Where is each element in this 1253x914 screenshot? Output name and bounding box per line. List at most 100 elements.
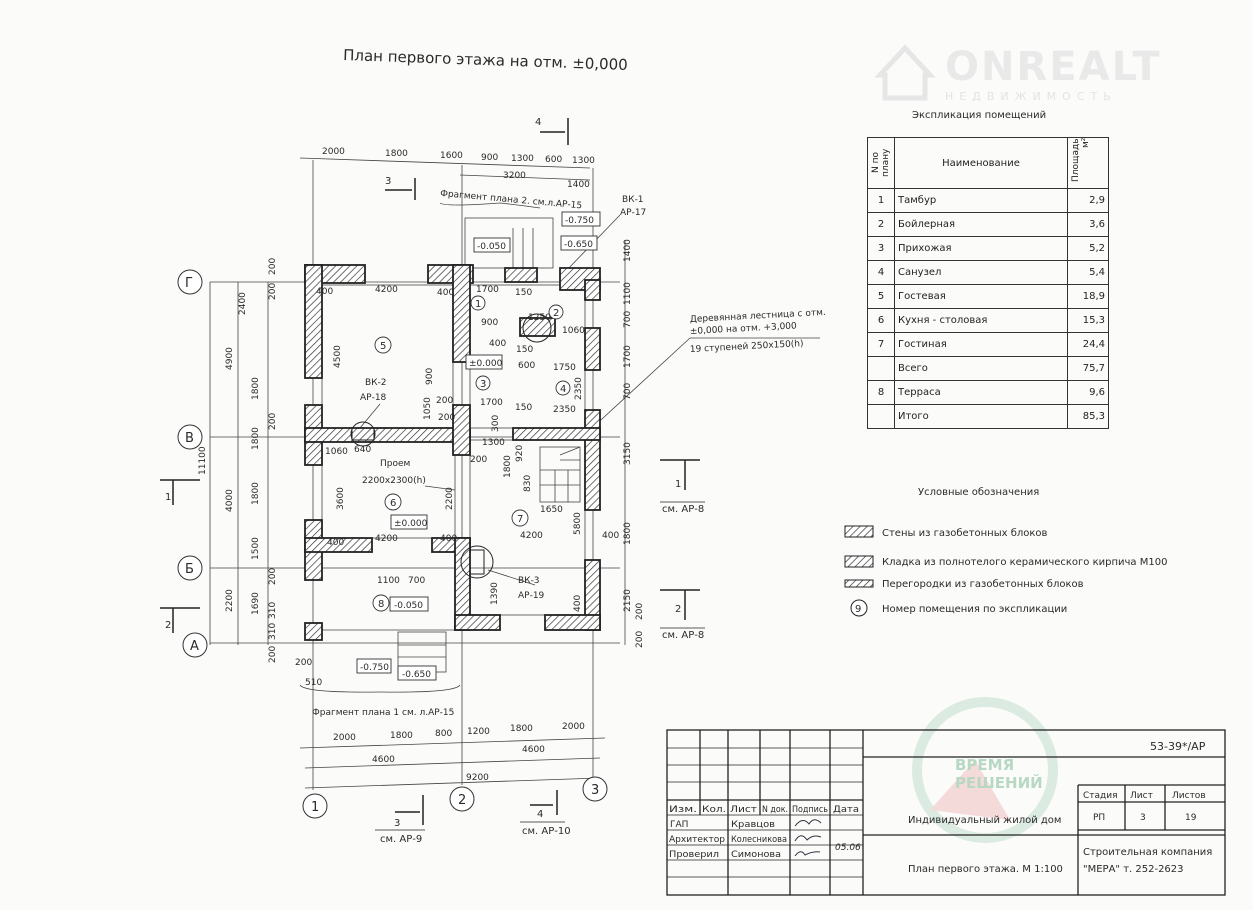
stair-note: Деревянная лестница с отм. [690, 308, 826, 325]
svg-text:4900: 4900 [225, 347, 235, 370]
svg-text:2000: 2000 [562, 722, 585, 732]
svg-text:200: 200 [268, 568, 278, 585]
svg-text:200: 200 [268, 283, 278, 300]
level-marks: -0.050 -0.650 -0.750 ±0.000 ±0.000 -0.05… [360, 216, 594, 680]
svg-text:2150: 2150 [623, 589, 633, 612]
top-dimensions: 2000 1800 1600 900 1300 600 1300 3200 14… [322, 147, 595, 211]
svg-text:Лист: Лист [1130, 791, 1153, 801]
svg-text:3150: 3150 [623, 442, 633, 465]
svg-text:РЕШЕНИЙ: РЕШЕНИЙ [955, 773, 1043, 792]
svg-text:±0.000: ±0.000 [469, 359, 503, 369]
svg-text:1050: 1050 [423, 397, 433, 420]
svg-text:600: 600 [518, 361, 535, 371]
svg-text:19 ступеней 250х150(h): 19 ступеней 250х150(h) [690, 339, 804, 355]
walls [304, 264, 601, 641]
svg-text:2400: 2400 [238, 292, 248, 315]
svg-text:-0.650: -0.650 [564, 240, 593, 250]
svg-text:2350: 2350 [574, 377, 584, 400]
svg-text:В: В [185, 431, 194, 446]
svg-text:см. АР-8: см. АР-8 [662, 630, 704, 641]
title-block-frame [666, 729, 1226, 896]
svg-text:А: А [190, 639, 199, 654]
svg-text:НЕДВИЖИМОСТЬ: НЕДВИЖИМОСТЬ [945, 90, 1117, 103]
svg-text:4200: 4200 [375, 534, 398, 544]
svg-text:±0.000: ±0.000 [394, 519, 428, 529]
svg-text:1800: 1800 [623, 522, 633, 545]
svg-text:Кравцов: Кравцов [731, 820, 775, 830]
svg-text:1800: 1800 [385, 149, 408, 159]
vremya-watermark: ВРЕМЯ РЕШЕНИЙ [912, 697, 1058, 843]
svg-text:200: 200 [268, 413, 278, 430]
svg-text:53-39*/АР: 53-39*/АР [1150, 740, 1206, 753]
brick-wall-swatch [844, 555, 874, 568]
svg-text:Листов: Листов [1172, 791, 1206, 801]
svg-text:1300: 1300 [482, 438, 505, 448]
svg-text:11100: 11100 [198, 446, 208, 475]
svg-text:2200х2300(h): 2200х2300(h) [362, 476, 426, 486]
svg-text:2350: 2350 [553, 405, 576, 415]
svg-text:-0.750: -0.750 [360, 663, 389, 673]
svg-text:-0.050: -0.050 [477, 242, 506, 252]
bottom-dimensions: 2000 1800 800 1200 1800 2000 4600 4600 9… [312, 708, 585, 783]
svg-text:РП: РП [1093, 813, 1105, 823]
axis-labels: Г В Б А 1 2 3 [185, 276, 599, 815]
svg-text:05.06: 05.06 [835, 843, 861, 853]
svg-text:Номер помещения по экспликации: Номер помещения по экспликации [882, 604, 1067, 615]
svg-text:4: 4 [537, 809, 543, 820]
svg-text:2: 2 [165, 620, 171, 631]
svg-text:1690: 1690 [251, 592, 261, 615]
legend: 9 Стены из газобетонных блоков Кладка из… [844, 525, 1167, 617]
svg-text:Индивидуальный жилой дом: Индивидуальный жилой дом [908, 815, 1061, 826]
svg-text:1800: 1800 [390, 731, 413, 741]
svg-text:1390: 1390 [490, 582, 500, 605]
svg-text:8: 8 [378, 599, 384, 610]
svg-text:см. АР-8: см. АР-8 [662, 504, 704, 515]
svg-text:АР-17: АР-17 [620, 208, 646, 218]
svg-text:1060: 1060 [562, 326, 585, 336]
svg-text:200: 200 [470, 455, 487, 465]
svg-text:2: 2 [553, 308, 559, 319]
svg-text:1800: 1800 [503, 455, 513, 478]
svg-text:4000: 4000 [225, 489, 235, 512]
axis-bubbles [177, 269, 608, 819]
svg-text:План первого этажа. М 1:100: План первого этажа. М 1:100 [908, 864, 1063, 875]
svg-text:2200: 2200 [225, 589, 235, 612]
svg-text:ВРЕМЯ: ВРЕМЯ [955, 756, 1014, 774]
room-markers [372, 295, 571, 612]
title-block: 53-39*/АР Изм. Кол. Лист N док. Подпись … [669, 740, 1212, 875]
table-header: N по плану Наименование Площадь м² [867, 137, 1109, 189]
svg-text:N док.: N док. [762, 805, 788, 815]
legend-title: Условные обозначения [918, 487, 1039, 498]
svg-text:310: 310 [268, 623, 278, 640]
svg-text:4: 4 [560, 384, 566, 395]
room-numbers: 1 2 3 4 5 6 7 8 [378, 299, 566, 610]
svg-text:1200: 1200 [467, 727, 490, 737]
svg-text:1700: 1700 [623, 345, 633, 368]
svg-text:900: 900 [425, 368, 435, 385]
svg-text:Дата: Дата [833, 805, 859, 815]
svg-text:200: 200 [295, 658, 312, 668]
svg-text:Изм.: Изм. [669, 805, 697, 815]
explication-title: Экспликация помещений [912, 110, 1046, 121]
level-boxes [356, 211, 601, 681]
svg-text:1800: 1800 [251, 377, 261, 400]
svg-text:1250: 1250 [528, 313, 551, 323]
svg-text:400: 400 [489, 339, 506, 349]
section-marks [160, 118, 705, 831]
partition-swatch [844, 579, 874, 588]
svg-text:5: 5 [380, 341, 386, 352]
svg-text:см. АР-9: см. АР-9 [380, 834, 422, 845]
svg-text:600: 600 [545, 155, 562, 165]
svg-text:4200: 4200 [375, 285, 398, 295]
svg-text:19: 19 [1185, 813, 1197, 823]
svg-text:Архитектор: Архитектор [669, 835, 725, 845]
svg-text:200: 200 [268, 258, 278, 275]
svg-text:1: 1 [165, 492, 171, 503]
svg-text:Г: Г [185, 276, 193, 291]
svg-text:400: 400 [316, 287, 333, 297]
